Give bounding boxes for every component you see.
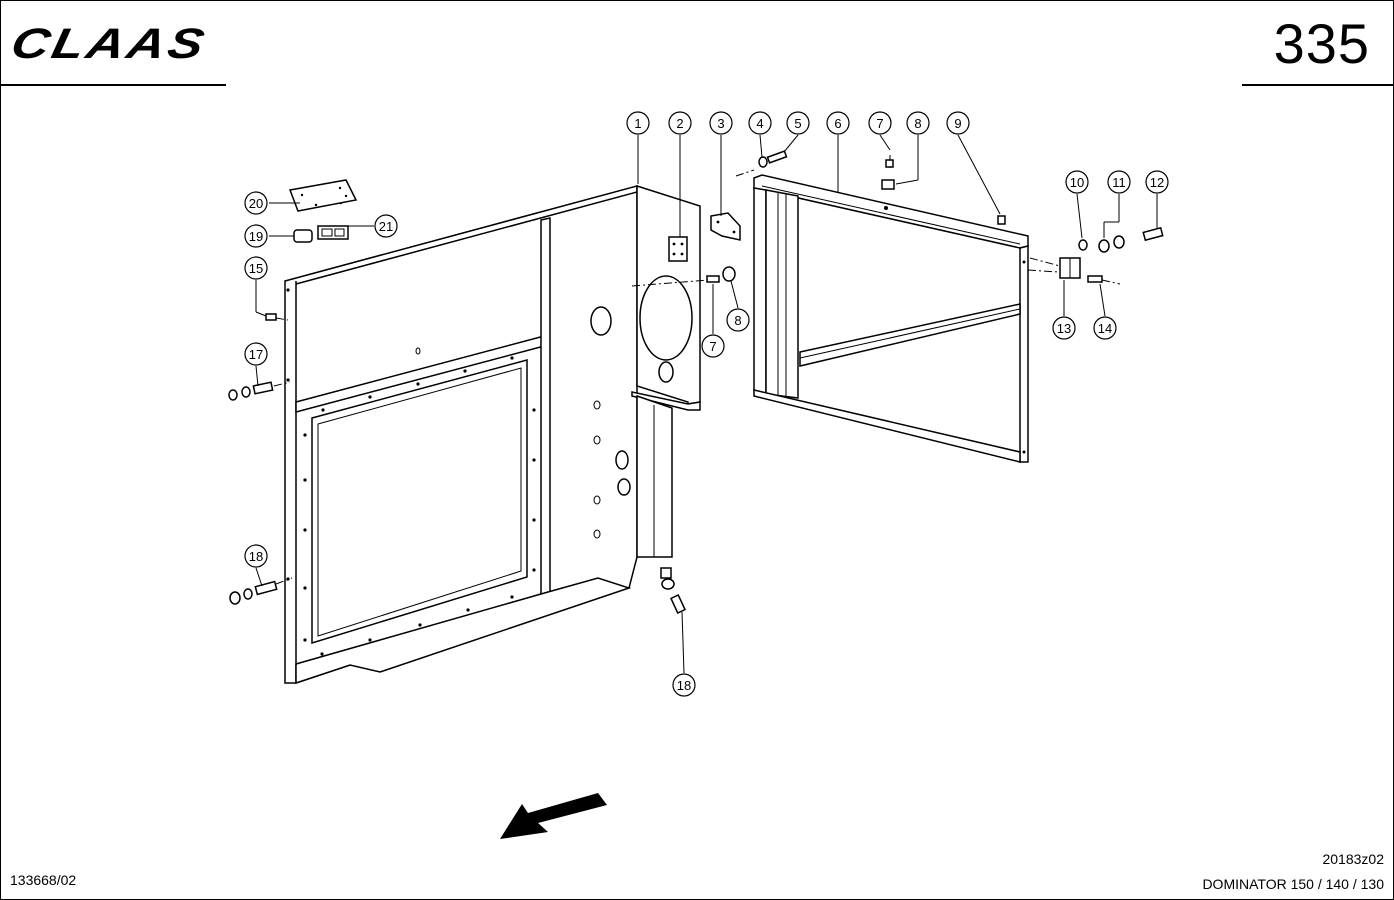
callout-9: 9 bbox=[946, 111, 970, 135]
side-panel bbox=[284, 184, 701, 685]
svg-text:2: 2 bbox=[676, 116, 683, 131]
callout-19: 19 bbox=[244, 224, 268, 248]
svg-text:21: 21 bbox=[379, 219, 393, 234]
callout-1: 1 bbox=[626, 111, 650, 135]
callout-21: 21 bbox=[374, 214, 398, 238]
callout-5: 5 bbox=[786, 111, 810, 135]
callout-2: 2 bbox=[668, 111, 692, 135]
callout-6: 6 bbox=[826, 111, 850, 135]
leader-lines bbox=[255, 134, 1158, 674]
callout-8-mid: 8 bbox=[726, 308, 750, 332]
svg-text:10: 10 bbox=[1070, 175, 1084, 190]
small-parts bbox=[228, 150, 1164, 614]
direction-arrow-icon bbox=[500, 793, 607, 839]
svg-text:7: 7 bbox=[876, 116, 883, 131]
svg-text:12: 12 bbox=[1150, 175, 1164, 190]
door-frame bbox=[753, 174, 1029, 463]
svg-text:19: 19 bbox=[249, 229, 263, 244]
callout-10: 10 bbox=[1065, 170, 1089, 194]
svg-text:20: 20 bbox=[249, 196, 263, 211]
callout-13: 13 bbox=[1052, 316, 1076, 340]
callout-15: 15 bbox=[244, 256, 268, 280]
svg-text:13: 13 bbox=[1057, 321, 1071, 336]
callout-17: 17 bbox=[244, 342, 268, 366]
callout-7-mid: 7 bbox=[701, 334, 725, 358]
svg-text:5: 5 bbox=[794, 116, 801, 131]
page-number: 335 bbox=[1273, 12, 1370, 75]
svg-text:4: 4 bbox=[756, 116, 763, 131]
callout-3: 3 bbox=[709, 111, 733, 135]
doc-number: 133668/02 bbox=[10, 872, 77, 888]
svg-text:18: 18 bbox=[249, 549, 263, 564]
svg-text:6: 6 bbox=[834, 116, 841, 131]
svg-text:15: 15 bbox=[249, 261, 263, 276]
svg-text:9: 9 bbox=[954, 116, 961, 131]
callout-14: 14 bbox=[1093, 316, 1117, 340]
svg-text:18: 18 bbox=[677, 678, 691, 693]
svg-text:1: 1 bbox=[634, 116, 641, 131]
svg-text:7: 7 bbox=[709, 339, 716, 354]
header-rule-right bbox=[1242, 84, 1394, 86]
svg-text:11: 11 bbox=[1112, 175, 1126, 190]
callout-11: 11 bbox=[1107, 170, 1131, 194]
callout-20: 20 bbox=[244, 191, 268, 215]
callout-18-bottom: 18 bbox=[672, 673, 696, 697]
model-designation: DOMINATOR 150 / 140 / 130 bbox=[1202, 876, 1384, 892]
header-rule-left bbox=[0, 84, 226, 86]
callout-7-top: 7 bbox=[868, 111, 892, 135]
svg-text:8: 8 bbox=[914, 116, 921, 131]
svg-text:14: 14 bbox=[1098, 321, 1112, 336]
callout-8-top: 8 bbox=[906, 111, 930, 135]
svg-text:17: 17 bbox=[249, 347, 263, 362]
svg-text:3: 3 bbox=[717, 116, 724, 131]
drawing-reference: 20183z02 bbox=[1322, 851, 1384, 867]
callout-12: 12 bbox=[1145, 170, 1169, 194]
callout-4: 4 bbox=[748, 111, 772, 135]
svg-text:8: 8 bbox=[734, 313, 741, 328]
callout-18-left: 18 bbox=[244, 544, 268, 568]
